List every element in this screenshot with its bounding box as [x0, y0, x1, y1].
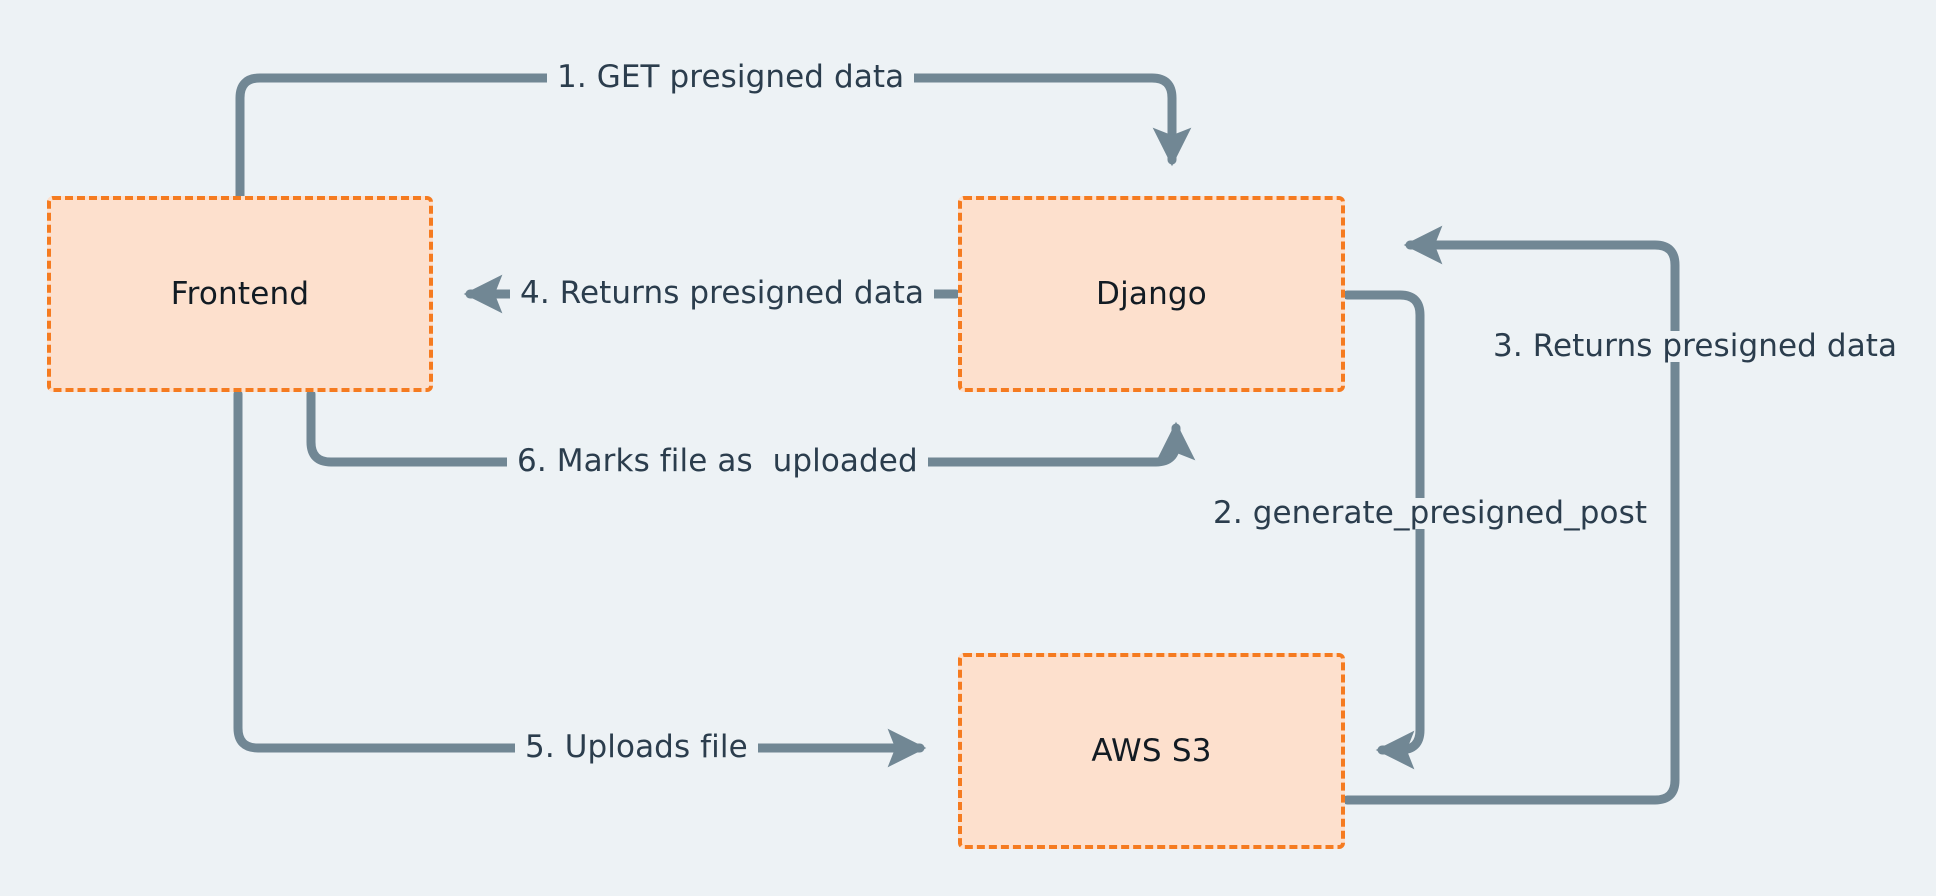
edge-path-3 — [1342, 225, 1680, 805]
node-aws-s3-label: AWS S3 — [1091, 733, 1212, 769]
edge-path-5 — [233, 389, 927, 768]
node-aws-s3[interactable]: AWS S3 — [958, 653, 1345, 849]
edge-path-1 — [235, 73, 1192, 201]
node-frontend-label: Frontend — [170, 276, 310, 312]
edge-label-3: 3. Returns presigned data — [1483, 331, 1908, 362]
edge-label-6: 6. Marks file as uploaded — [507, 446, 928, 477]
node-django[interactable]: Django — [958, 196, 1345, 392]
node-frontend[interactable]: Frontend — [47, 196, 433, 392]
edge-label-2: 2. generate_presigned_post — [1203, 498, 1658, 529]
node-django-label: Django — [1096, 276, 1207, 312]
edge-label-4: 4. Returns presigned data — [510, 278, 935, 309]
edge-label-1: 1. GET presigned data — [547, 62, 915, 93]
edge-label-5: 5. Uploads file — [515, 732, 758, 763]
